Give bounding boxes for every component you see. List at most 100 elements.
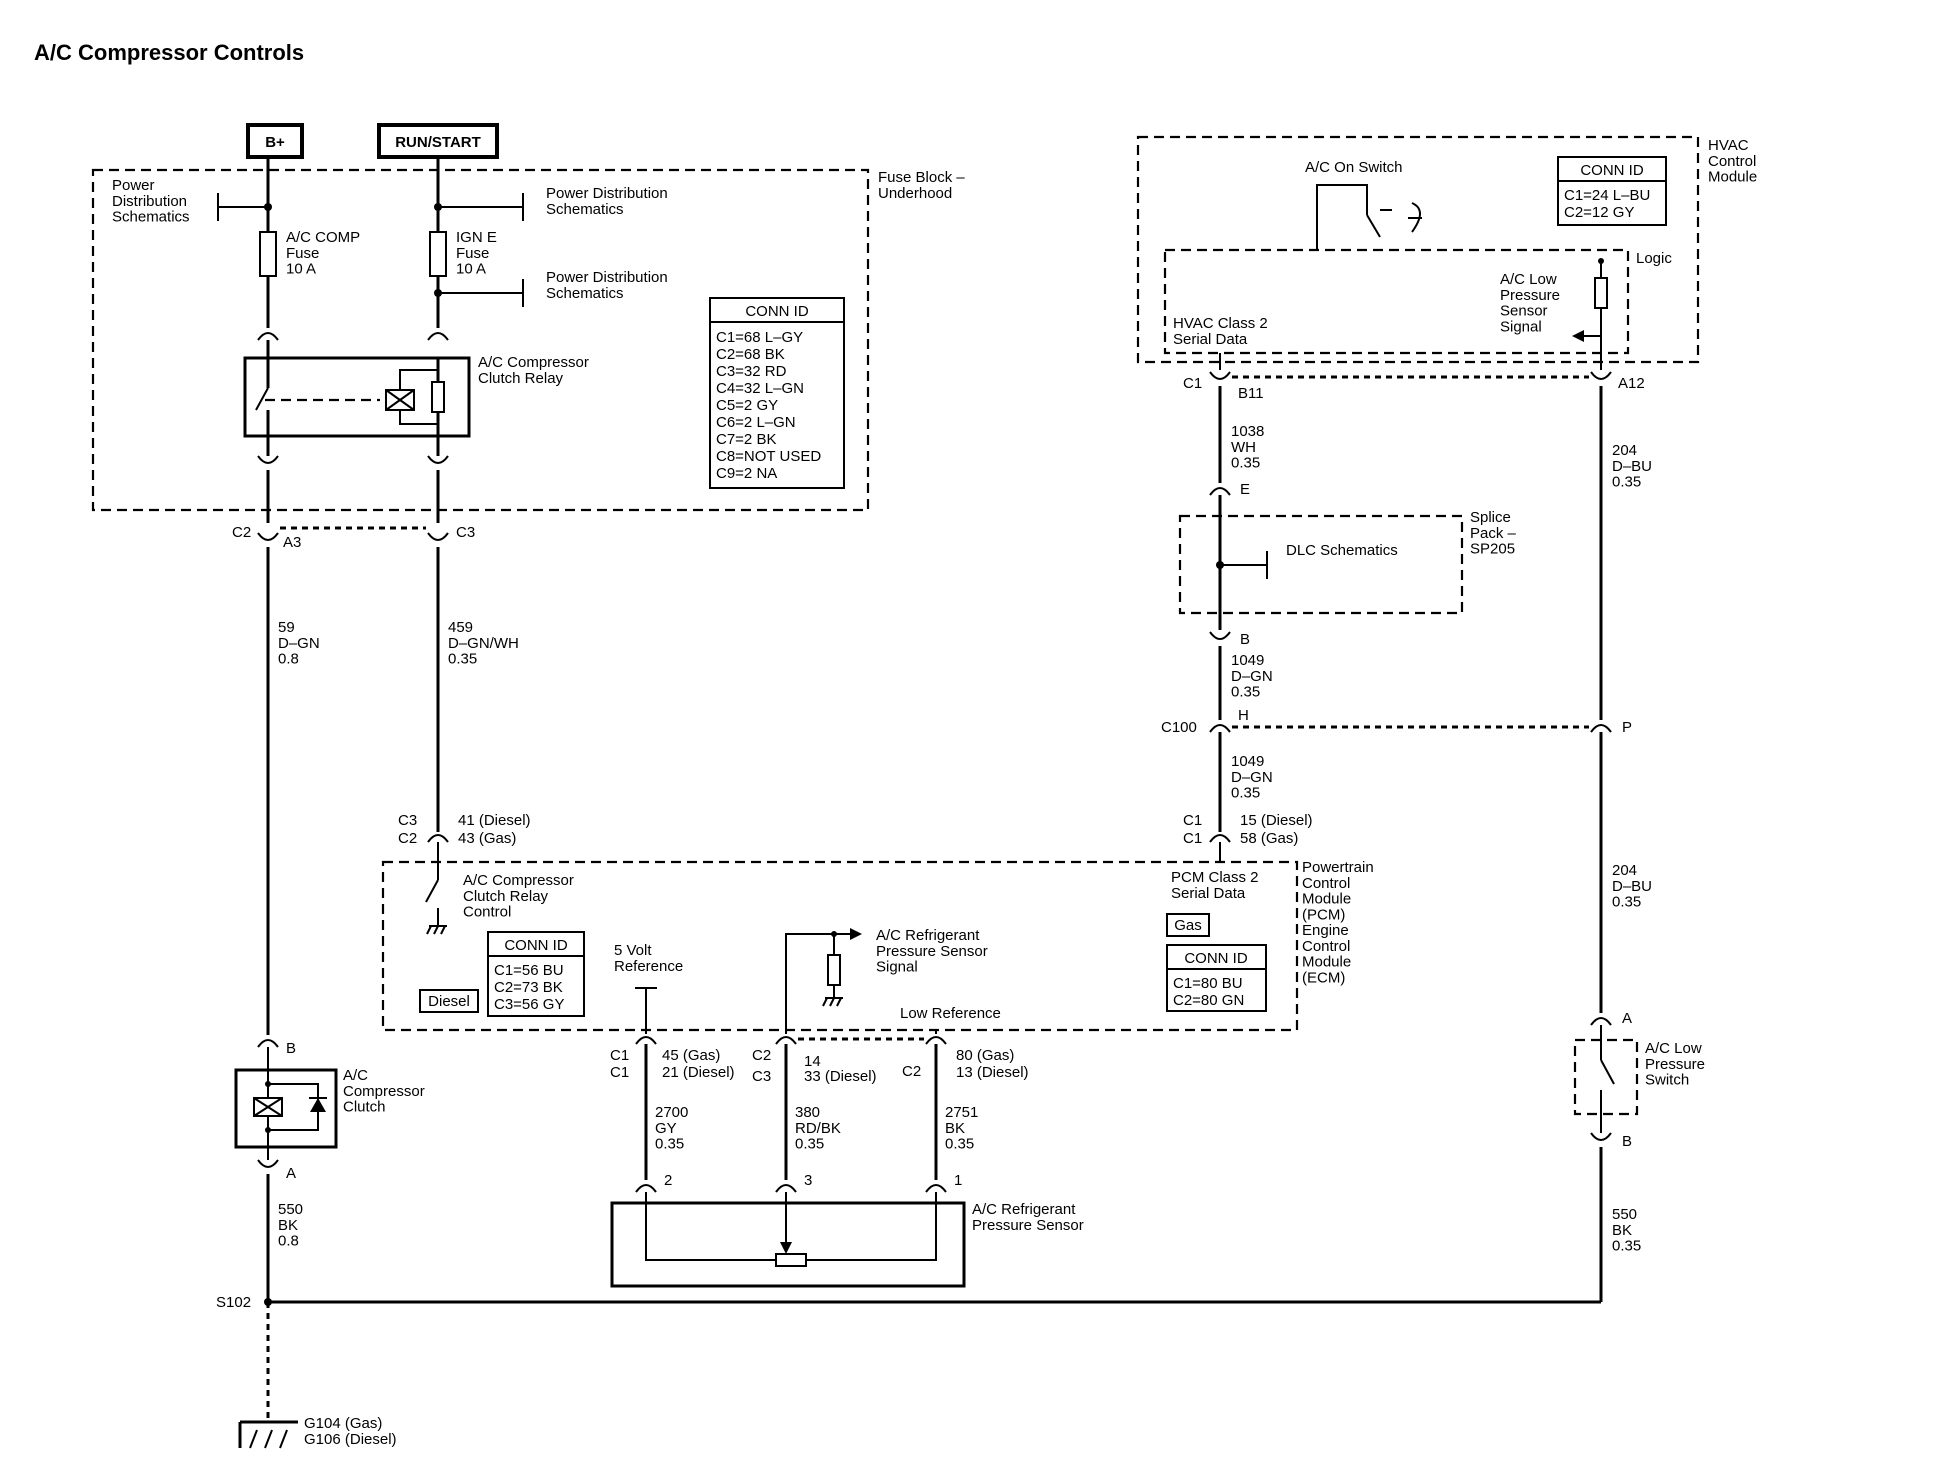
a3-label: A3	[283, 534, 301, 551]
pcm-15-label: 15 (Diesel)	[1240, 812, 1313, 829]
conn-id-line: C2=73 BK	[494, 979, 563, 996]
signal-arrow	[1572, 330, 1584, 342]
connector-b11	[1209, 371, 1231, 380]
relay-41-label: 41 (Diesel)	[458, 812, 531, 829]
relay-coil-x2	[385, 389, 415, 411]
clutch-diode	[310, 1098, 326, 1112]
conn-id-line: C5=2 GY	[716, 397, 778, 414]
connector-a3	[257, 532, 279, 541]
connector-pcm-class2	[1209, 834, 1231, 843]
switch-terminal	[1408, 202, 1422, 233]
connector-e	[1209, 487, 1231, 496]
connector-a12	[1590, 371, 1612, 380]
relay-resistor	[431, 381, 445, 413]
ac-on-switch-contact	[1366, 214, 1381, 238]
connector-switch-b	[1590, 1132, 1612, 1141]
pressure-signal-wire	[785, 933, 850, 1034]
connector-signal	[775, 1036, 797, 1045]
ac-on-switch-label: A/C On Switch	[1305, 159, 1403, 176]
conn-id-header: CONN ID	[1184, 950, 1248, 967]
s102-label: S102	[216, 1294, 251, 1311]
connector-c3	[427, 532, 449, 541]
relay-connector-bottom-left	[257, 455, 279, 464]
fuse-block-boundary	[91, 168, 870, 512]
connector-c100	[1209, 724, 1231, 733]
relay-connector-top-left	[257, 332, 279, 341]
pin-2-label: 2	[664, 1172, 672, 1189]
b-label: B	[1240, 631, 1250, 648]
connector-pin-3	[775, 1184, 797, 1193]
conn-id-line: C9=2 NA	[716, 465, 777, 482]
conn-id-line: C1=80 BU	[1173, 975, 1243, 992]
clutch-a-label: A	[286, 1165, 296, 1182]
relay-43-label: 43 (Gas)	[458, 830, 516, 847]
connector-clutch-b	[257, 1039, 279, 1048]
low-pressure-switch	[1573, 1038, 1639, 1116]
connector-low-ref	[925, 1036, 947, 1045]
gas-tag-label: Gas	[1174, 917, 1202, 934]
ecm-c1a-label: C1	[610, 1047, 629, 1064]
ac-on-switch-wire	[1316, 184, 1368, 250]
wiper-arrow	[780, 1242, 792, 1254]
pin-1-label: 1	[954, 1172, 962, 1189]
sensor-potentiometer	[775, 1253, 807, 1267]
pcm-gas-conn-id	[1166, 944, 1267, 1012]
diesel-tag	[419, 989, 479, 1013]
connector-clutch-a	[257, 1159, 279, 1168]
runstart-source	[377, 123, 499, 159]
hvac-conn-id	[1557, 156, 1667, 226]
power-dist-bracket-left	[217, 193, 268, 221]
sw-b-label: B	[1622, 1133, 1632, 1150]
ecm-c1b-label: C1	[610, 1064, 629, 1081]
e-label: E	[1240, 481, 1250, 498]
ign-e-fuse	[429, 231, 447, 277]
c1-top-label: C1	[1183, 375, 1202, 392]
pin-3-label: 3	[804, 1172, 812, 1189]
ground-symbol	[238, 1420, 298, 1449]
ecm-c2-label: C2	[752, 1047, 771, 1064]
ecm-c3-label: C3	[752, 1068, 771, 1085]
splice-pack-boundary	[1178, 514, 1464, 615]
low-ref-label: Low Reference	[900, 1005, 1001, 1022]
runstart-label: RUN/START	[395, 134, 481, 151]
connector-pin-2	[635, 1184, 657, 1193]
ecm-14-label: 14	[804, 1053, 821, 1070]
conn-id-header: CONN ID	[504, 937, 568, 954]
connector-5v	[635, 1036, 657, 1045]
ac-comp-fuse	[259, 231, 277, 277]
pullup-resistor	[1594, 277, 1608, 309]
conn-id-line: C8=NOT USED	[716, 448, 821, 465]
ground-label: G104 (Gas)G106 (Diesel)	[304, 1415, 397, 1448]
conn-id-line: C1=56 BU	[494, 962, 564, 979]
connector-p	[1590, 724, 1612, 733]
pcm-58-label: 58 (Gas)	[1240, 830, 1298, 847]
connector-switch-a	[1590, 1017, 1612, 1026]
diagram-title: A/C Compressor Controls	[34, 40, 304, 65]
ecm-c2b-label: C2	[902, 1063, 921, 1080]
hvac-logic-boundary	[1163, 248, 1630, 355]
pcm-c1a-label: C1	[1183, 812, 1202, 829]
